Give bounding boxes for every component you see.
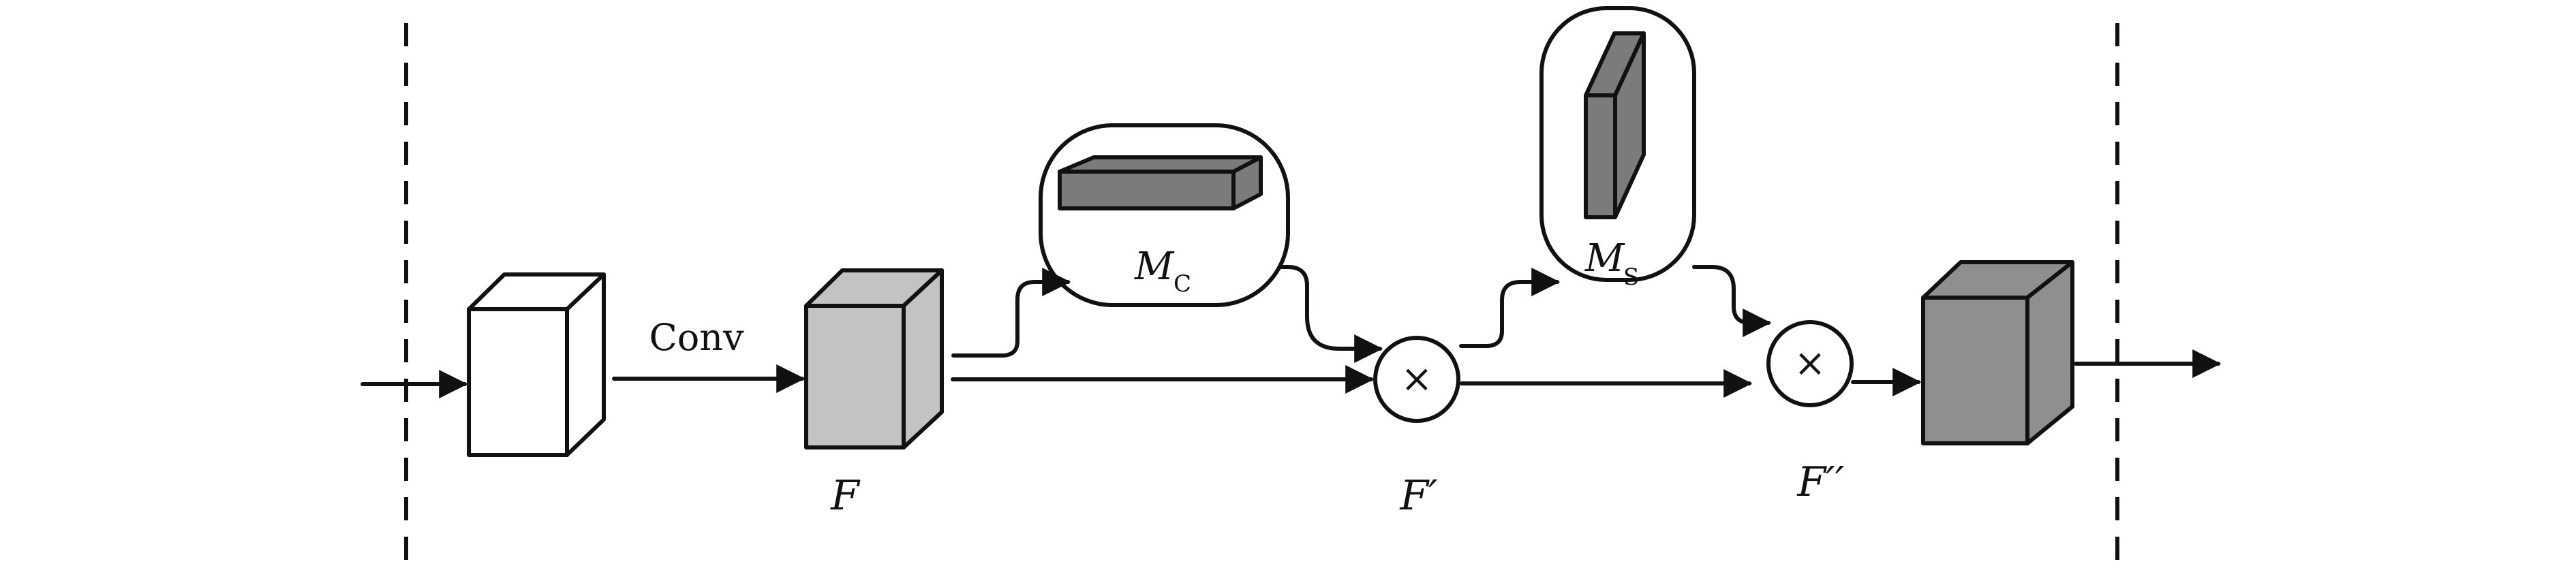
spatial-attention-label-subscript: S: [1623, 264, 1639, 291]
spatial-attention-module-box: [1539, 6, 1696, 282]
channel-attention-module-box: [1039, 123, 1290, 307]
input-feature-cube: [467, 272, 606, 457]
multiply-node-1: [1373, 336, 1460, 423]
multiply-node-1-symbol: ×: [1401, 357, 1433, 401]
output-feature-cube: [1921, 260, 2074, 445]
channel-attention-label-base: M: [1134, 244, 1175, 289]
channel-attention-output-branch: [1279, 265, 1383, 363]
spatial-attention-column-shape: [1584, 31, 1646, 219]
feature-map-f-label: F: [830, 472, 861, 520]
feature-map-f-cube: [804, 268, 944, 449]
spatial-attention-output-branch: [1692, 265, 1772, 337]
multiply-node-2: [1766, 320, 1854, 407]
feature-map-f-double-prime-label: F′′: [1797, 458, 1845, 506]
spatial-attention-label-base: M: [1584, 236, 1625, 281]
channel-attention-label-subscript: C: [1174, 270, 1191, 298]
channel-attention-input-branch: [951, 268, 1071, 358]
feature-map-f-prime-label: F′: [1399, 472, 1438, 520]
spatial-attention-input-branch: [1459, 268, 1561, 348]
multiply-node-2-symbol: ×: [1794, 341, 1826, 385]
conv-label: Conv: [649, 316, 744, 359]
channel-attention-bar-shape: [1058, 155, 1263, 210]
